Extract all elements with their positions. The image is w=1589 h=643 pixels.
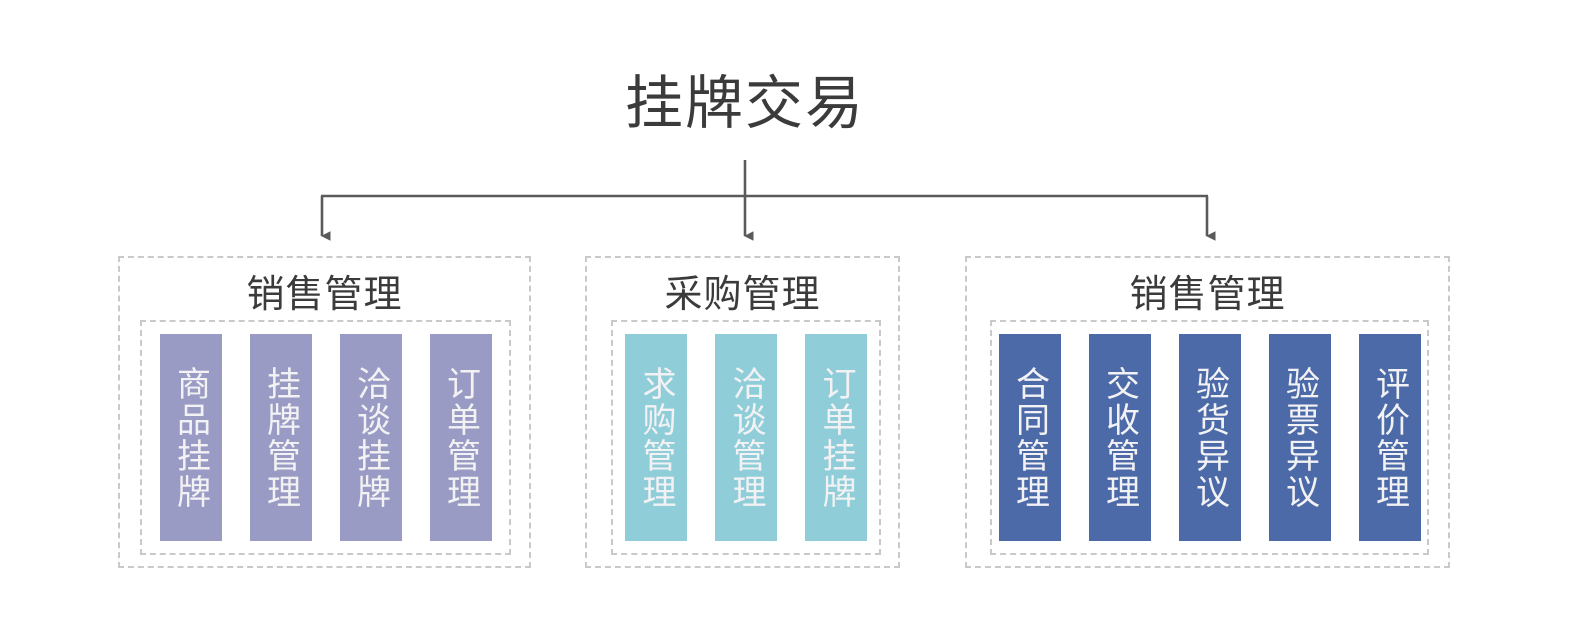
- tile-label: 商品挂牌: [171, 365, 210, 510]
- tile-container-sales-back: 合同管理 交收管理 验货异议 验票异议 评价管理: [990, 320, 1429, 555]
- tile-yan-piao-yi-yi[interactable]: 验票异议: [1268, 334, 1331, 541]
- tile-label: 验货异议: [1190, 365, 1229, 510]
- tile-ding-dan-gua-pai[interactable]: 订单挂牌: [805, 334, 867, 541]
- tile-strip: 求购管理 洽谈管理 订单挂牌: [611, 322, 881, 553]
- tile-qia-tan-gua-pai[interactable]: 洽谈挂牌: [339, 334, 402, 541]
- group-title-sales-back: 销售管理: [1129, 274, 1286, 316]
- tile-he-tong-guan-li[interactable]: 合同管理: [998, 334, 1061, 541]
- page-title: 挂牌交易: [624, 71, 865, 136]
- tile-label: 交收管理: [1100, 365, 1139, 510]
- tile-qia-tan-guan-li[interactable]: 洽谈管理: [715, 334, 777, 541]
- tile-ping-jia-guan-li[interactable]: 评价管理: [1358, 334, 1421, 541]
- tile-label: 挂牌管理: [261, 365, 300, 510]
- group-title-purchase: 采购管理: [664, 274, 821, 316]
- tile-strip: 合同管理 交收管理 验货异议 验票异议 评价管理: [985, 322, 1435, 553]
- tile-ding-dan-guan-li[interactable]: 订单管理: [429, 334, 492, 541]
- tile-label: 验票异议: [1280, 365, 1319, 510]
- tile-label: 合同管理: [1010, 365, 1049, 510]
- tile-container-purchase: 求购管理 洽谈管理 订单挂牌: [611, 320, 881, 555]
- tile-container-sales-front: 商品挂牌 挂牌管理 洽谈挂牌 订单管理: [140, 320, 511, 555]
- tile-strip: 商品挂牌 挂牌管理 洽谈挂牌 订单管理: [146, 322, 506, 553]
- tile-jiao-shou-guan-li[interactable]: 交收管理: [1088, 334, 1151, 541]
- group-title-sales-front: 销售管理: [246, 274, 403, 316]
- tile-shang-pin-gua-pai[interactable]: 商品挂牌: [159, 334, 222, 541]
- tile-label: 评价管理: [1370, 365, 1409, 510]
- tile-yan-huo-yi-yi[interactable]: 验货异议: [1178, 334, 1241, 541]
- tile-gua-pai-guan-li[interactable]: 挂牌管理: [249, 334, 312, 541]
- tile-label: 求购管理: [637, 365, 675, 510]
- tile-qiu-gou-guan-li[interactable]: 求购管理: [625, 334, 687, 541]
- group-purchase[interactable]: 采购管理 求购管理 洽谈管理 订单挂牌: [585, 256, 900, 568]
- group-sales-back[interactable]: 销售管理 合同管理 交收管理 验货异议 验票异议 评价管理: [965, 256, 1450, 568]
- tile-label: 洽谈挂牌: [351, 365, 390, 510]
- tile-label: 洽谈管理: [727, 365, 765, 510]
- group-sales-front[interactable]: 销售管理 商品挂牌 挂牌管理 洽谈挂牌 订单管理: [118, 256, 531, 568]
- tile-label: 订单挂牌: [817, 365, 855, 510]
- tile-label: 订单管理: [441, 365, 480, 510]
